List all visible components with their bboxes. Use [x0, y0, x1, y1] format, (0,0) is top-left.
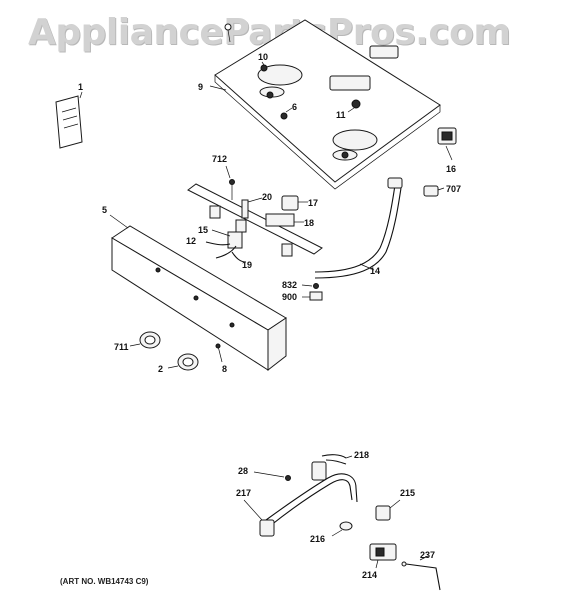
- callout-217: 217: [236, 488, 251, 498]
- callout-14: 14: [370, 266, 380, 276]
- part-832-screw[interactable]: [301, 283, 319, 289]
- part-28-screw[interactable]: [253, 471, 291, 481]
- part-711-bezel[interactable]: [129, 331, 161, 349]
- callout-9: 9: [198, 82, 203, 92]
- callout-214: 214: [362, 570, 377, 580]
- part-6-screw[interactable]: [280, 107, 293, 120]
- callout-12: 12: [186, 236, 196, 246]
- part-11-orifice-holder[interactable]: [329, 45, 399, 113]
- art-number: (ART NO. WB14743 C9): [60, 577, 149, 586]
- part-2-bezel[interactable]: [167, 353, 199, 371]
- part-manifold-bar[interactable]: [187, 183, 323, 257]
- callout-237: 237: [420, 550, 435, 560]
- callout-6: 6: [292, 102, 297, 112]
- part-900-clip[interactable]: [302, 291, 323, 301]
- part-9-burner-box[interactable]: [209, 19, 441, 190]
- callout-20: 20: [262, 192, 272, 202]
- callout-19: 19: [242, 260, 252, 270]
- callout-711: 711: [114, 342, 129, 352]
- callout-5: 5: [102, 205, 107, 215]
- part-17-switch[interactable]: [281, 195, 308, 211]
- part-218-switch-harness[interactable]: [311, 454, 353, 481]
- part-216-nut[interactable]: [331, 521, 353, 537]
- part-215-bracket[interactable]: [375, 499, 401, 521]
- callout-28: 28: [238, 466, 248, 476]
- part-15-valve[interactable]: [211, 229, 243, 249]
- part-217-tube[interactable]: [243, 473, 358, 537]
- part-14-manifold-tube[interactable]: [314, 177, 403, 279]
- part-707-cap[interactable]: [423, 185, 445, 197]
- part-16-bracket[interactable]: [437, 127, 457, 161]
- callout-215: 215: [400, 488, 415, 498]
- part-10-screw[interactable]: [260, 61, 268, 72]
- callout-712: 712: [212, 154, 227, 164]
- callout-8: 8: [222, 364, 227, 374]
- part-19-clip[interactable]: [231, 251, 247, 263]
- callout-15: 15: [198, 225, 208, 235]
- part-20-stud[interactable]: [241, 197, 263, 219]
- part-214-valve[interactable]: [369, 543, 397, 569]
- callout-832: 832: [282, 280, 297, 290]
- callout-10: 10: [258, 52, 268, 62]
- part-18-bracket[interactable]: [265, 213, 304, 227]
- part-1-literature[interactable]: [55, 91, 83, 149]
- callout-216: 216: [310, 534, 325, 544]
- callout-2: 2: [158, 364, 163, 374]
- part-5-control-panel[interactable]: [109, 214, 287, 372]
- part-12-wire[interactable]: [205, 241, 237, 259]
- part-8-screw[interactable]: [215, 343, 223, 363]
- callout-1: 1: [78, 82, 83, 92]
- callout-11: 11: [336, 110, 346, 120]
- callout-16: 16: [446, 164, 456, 174]
- callout-218: 218: [354, 450, 369, 460]
- part-237-wire[interactable]: [401, 555, 441, 591]
- callout-17: 17: [308, 198, 318, 208]
- part-712-screw[interactable]: [225, 165, 235, 200]
- callout-900: 900: [282, 292, 297, 302]
- callout-707: 707: [446, 184, 461, 194]
- callout-18: 18: [304, 218, 314, 228]
